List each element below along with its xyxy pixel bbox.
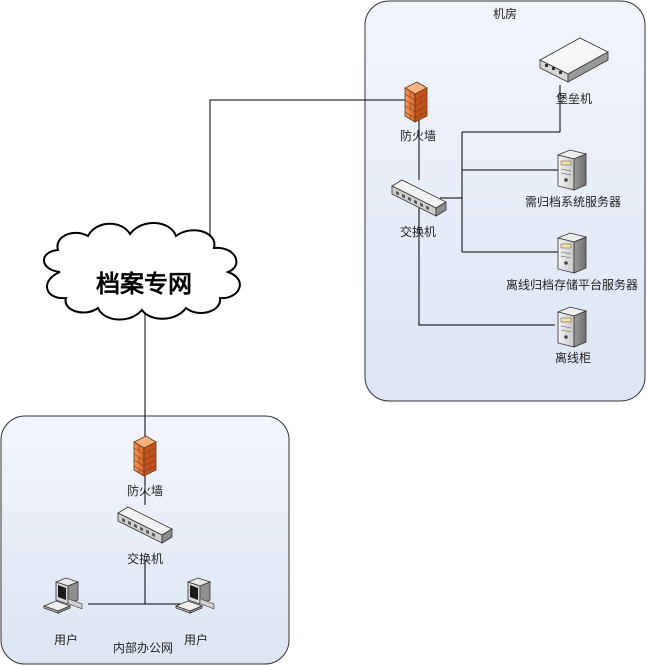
offline-storage-server-label: 离线归档存储平台服务器 (506, 277, 638, 292)
machine-room-title: 机房 (493, 6, 517, 21)
machine-room-firewall-label: 防火墙 (400, 128, 436, 143)
tower-server-icon (557, 232, 587, 274)
offline-cabinet-label: 离线柜 (555, 350, 591, 365)
firewall-icon (404, 81, 428, 123)
user-label-2: 用户 (184, 632, 208, 647)
connection-lines (88, 85, 561, 605)
machine-room-switch-label: 交换机 (400, 224, 436, 239)
cloud-icon (43, 221, 241, 321)
office-firewall-label: 防火墙 (127, 483, 163, 498)
core-network-label: 档案专网 (96, 269, 192, 298)
office-switch-label: 交换机 (127, 551, 163, 566)
bastion-label: 堡垒机 (556, 91, 592, 106)
firewall-icon (133, 435, 157, 477)
tower-server-icon (557, 306, 587, 348)
archive-system-server-label: 需归档系统服务器 (525, 194, 621, 209)
machine-room-zone (364, 0, 646, 402)
tower-server-icon (557, 149, 587, 191)
office-network-title: 内部办公网 (113, 640, 173, 655)
user-label-1: 用户 (54, 632, 78, 647)
